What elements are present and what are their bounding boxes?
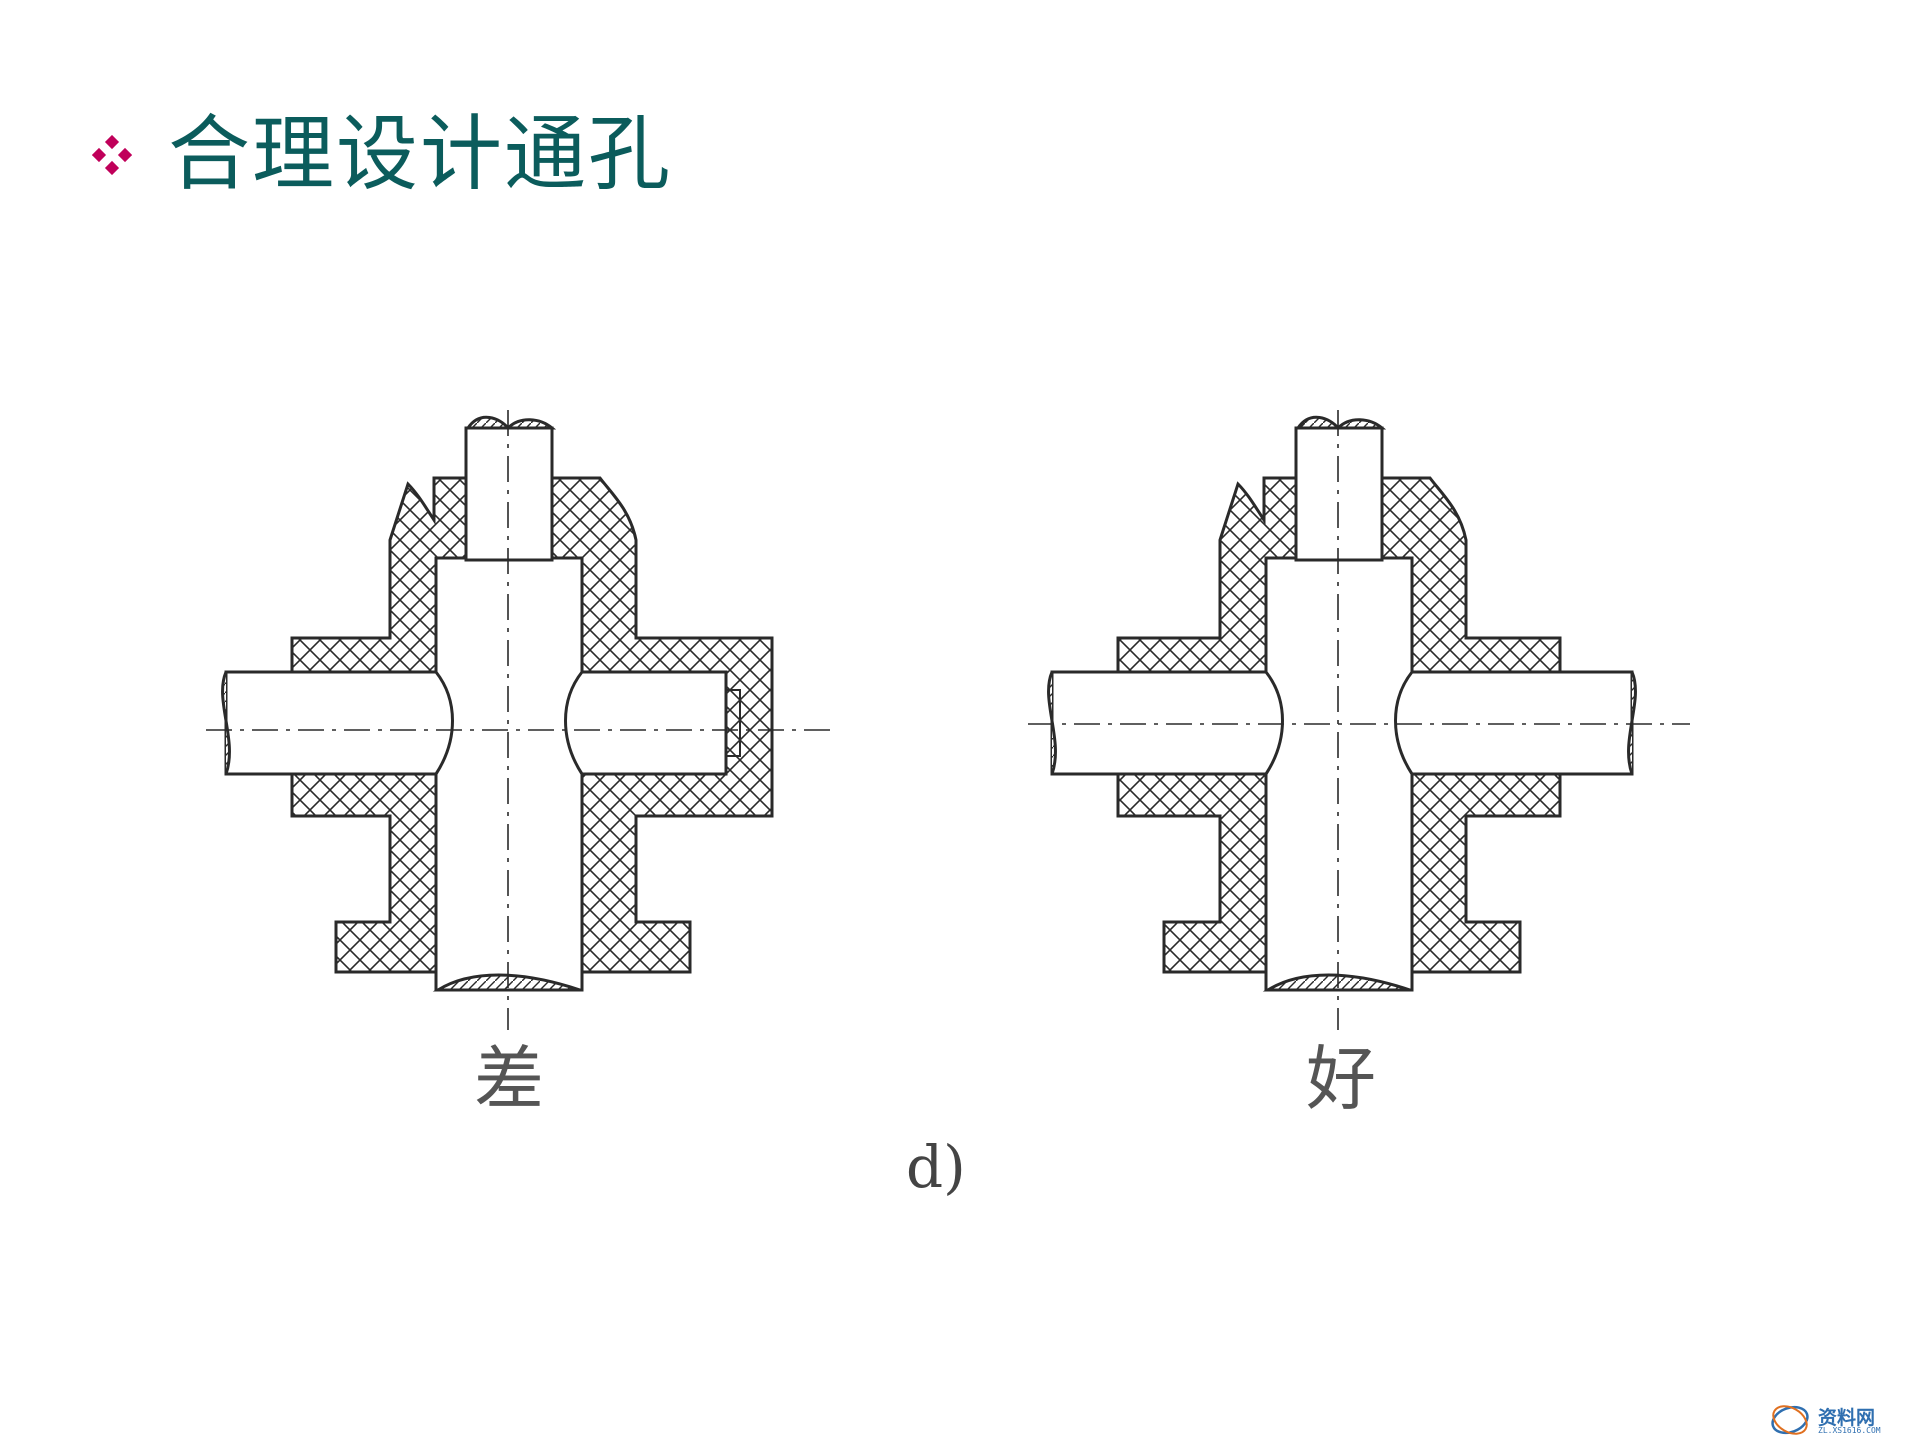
good-horizontal-pin-right	[1394, 670, 1634, 776]
bad-horizontal-pin-right	[564, 670, 728, 776]
bad-horizontal-pin-left	[224, 670, 454, 776]
good-upper-shaft	[1294, 426, 1384, 562]
bad-vertical-pin	[434, 556, 584, 992]
watermark-logo-icon	[1771, 1405, 1809, 1435]
bad-upper-shaft	[464, 426, 554, 562]
watermark-url: ZL.XS1616.COM	[1818, 1426, 1881, 1435]
bad-design-part	[206, 410, 830, 1030]
title-row: 合理设计通孔	[92, 100, 672, 210]
good-horizontal-pin-left	[1050, 670, 1284, 776]
diamond-bullet-icon	[92, 135, 132, 175]
good-vertical-pin	[1264, 556, 1414, 992]
subfigure-label: d)	[906, 1133, 966, 1201]
slide-title: 合理设计通孔	[168, 107, 673, 202]
caption-good: 好	[1306, 1038, 1376, 1120]
good-design-part	[1028, 410, 1690, 1030]
caption-bad: 差	[474, 1038, 544, 1120]
watermark-brand: 资料网	[1818, 1407, 1876, 1429]
